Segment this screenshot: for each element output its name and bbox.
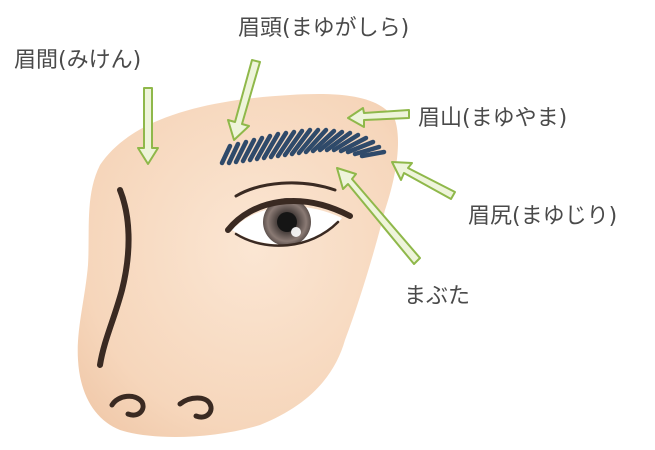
label-miken: 眉間(みけん) [14,42,141,74]
label-mayujiri: 眉尻(まゆじり) [468,198,617,230]
arrow-mayujiri [392,162,455,199]
label-mayuyama: 眉山(まゆやま) [418,100,567,132]
label-mabuta: まぶた [404,278,470,310]
label-mayugashira: 眉頭(まゆがしら) [238,10,409,42]
